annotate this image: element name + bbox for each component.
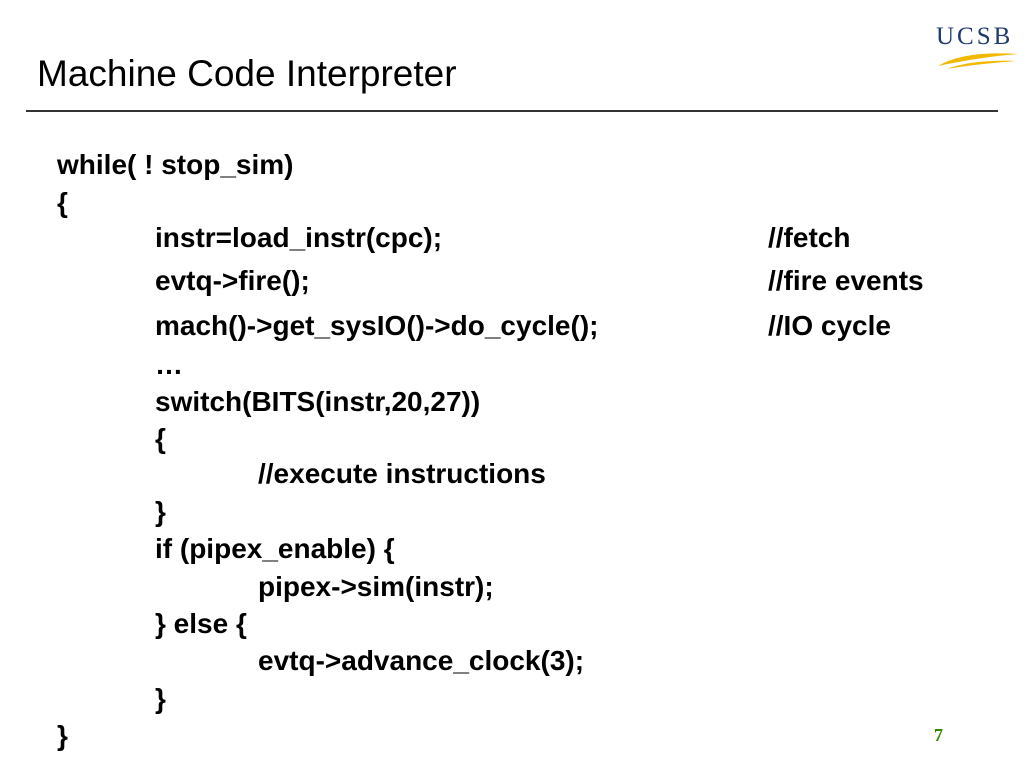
code-line: switch(BITS(instr,20,27)) [155, 386, 481, 417]
code-line: while( ! stop_sim) [57, 149, 294, 180]
slide-title: Machine Code Interpreter [37, 53, 457, 94]
code-line: } else { [155, 608, 247, 639]
code-line: } [155, 683, 166, 714]
code-line: instr=load_instr(cpc); [155, 222, 443, 253]
code-line: //execute instructions [258, 458, 546, 489]
code-line: … [155, 349, 183, 380]
title-divider [26, 110, 998, 112]
code-line: mach()->get_sysIO()->do_cycle(); [155, 310, 599, 341]
code-line: { [155, 423, 166, 454]
code-comment: //IO cycle [768, 310, 891, 341]
code-line: evtq->fire(); [155, 265, 310, 296]
logo-text: UCSB [936, 23, 1014, 50]
code-line: evtq->advance_clock(3); [258, 645, 585, 676]
page-number: 7 [934, 725, 943, 745]
code-line: } [155, 496, 166, 527]
code-line: } [57, 720, 68, 751]
code-line: pipex->sim(instr); [258, 571, 494, 602]
code-line: if (pipex_enable) { [155, 533, 395, 564]
code-comment: //fetch [768, 222, 851, 253]
code-comment: //fire events [768, 265, 924, 296]
logo-swoosh-icon [938, 53, 1018, 69]
ucsb-logo: UCSB [936, 22, 1020, 70]
code-line: { [57, 187, 68, 218]
